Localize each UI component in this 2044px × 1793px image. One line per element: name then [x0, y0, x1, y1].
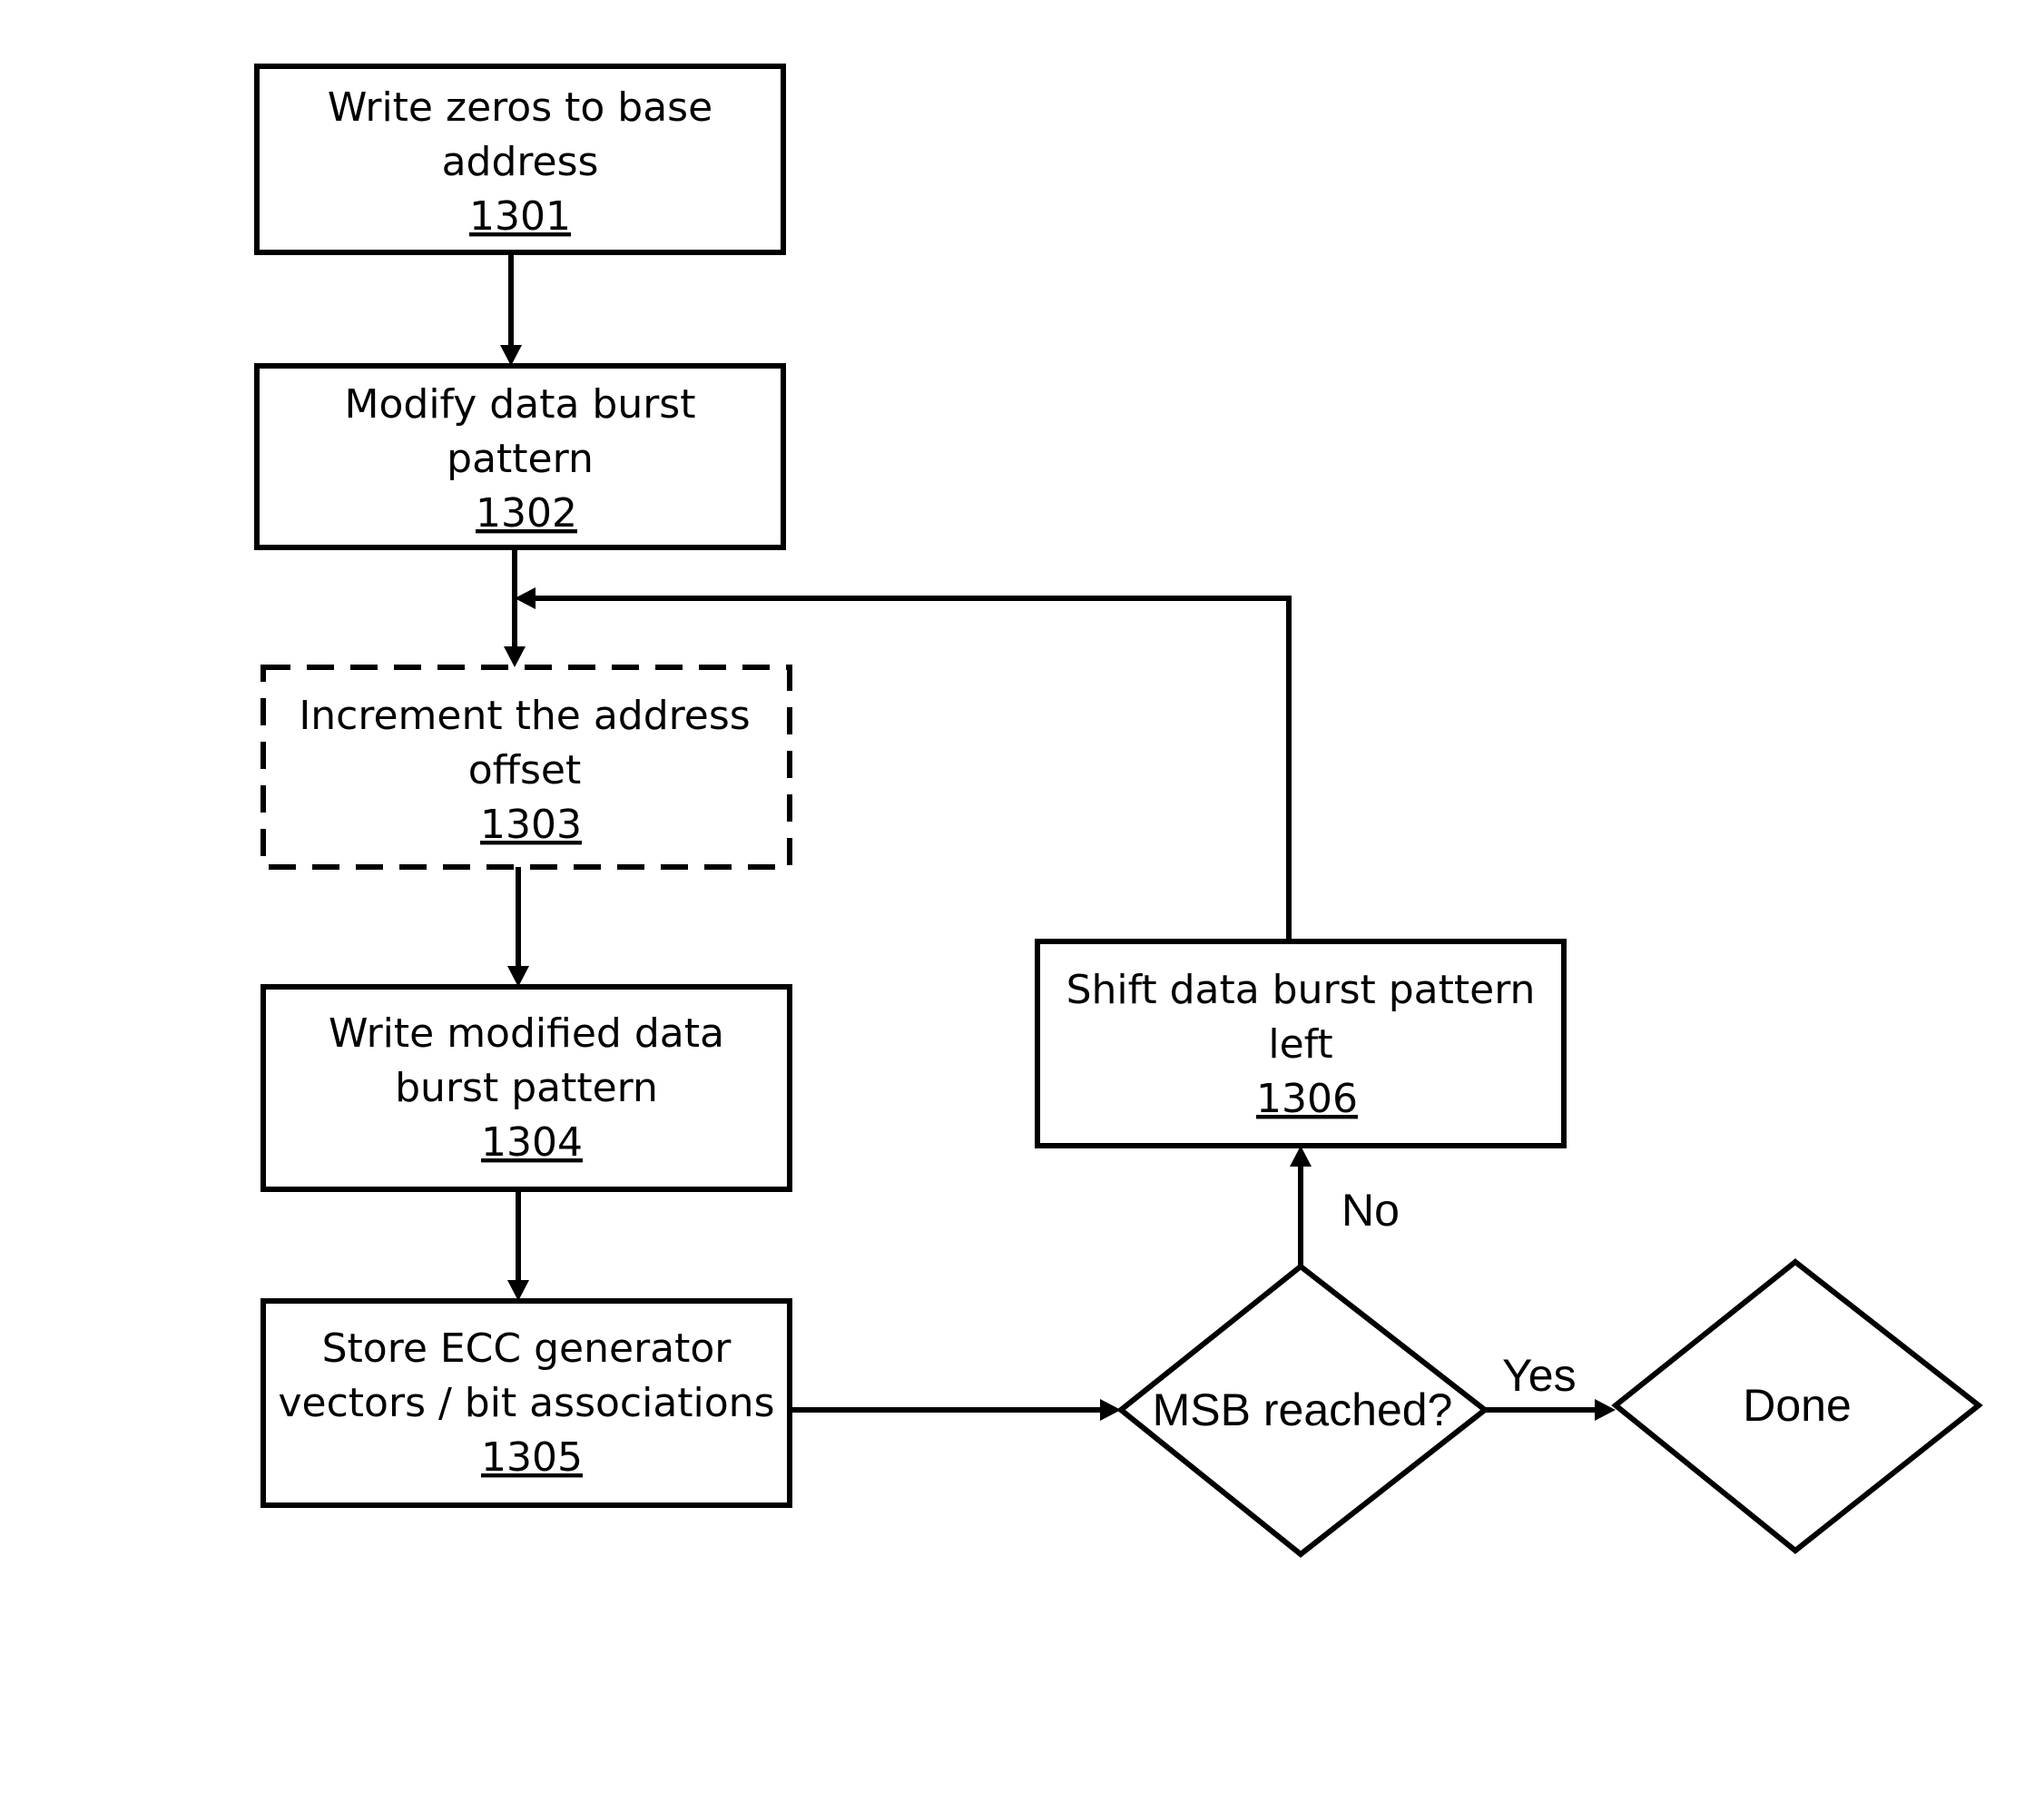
step-1306-ref: 1306 — [1256, 1076, 1358, 1122]
arrow-1304-to-1305 — [507, 1189, 529, 1301]
arrow-1301-to-1302 — [500, 252, 522, 366]
step-1302-line2: pattern — [447, 436, 594, 482]
step-1305: Store ECC generator vectors / bit associ… — [263, 1301, 790, 1505]
step-1305-line2: vectors / bit associations — [279, 1380, 775, 1426]
step-1306-line1: Shift data burst pattern — [1066, 967, 1536, 1013]
step-1306-line2: left — [1268, 1021, 1332, 1068]
edge-label-no: No — [1341, 1185, 1400, 1236]
step-1305-line1: Store ECC generator — [322, 1325, 732, 1372]
step-1305-ref: 1305 — [481, 1434, 583, 1481]
step-1303-ref: 1303 — [480, 802, 582, 848]
arrow-decision-to-done — [1485, 1399, 1616, 1421]
step-1301-ref: 1301 — [469, 193, 571, 240]
arrow-decision-to-1306 — [1290, 1146, 1312, 1266]
terminal-done: Done — [1616, 1262, 1979, 1551]
step-1303-line2: offset — [468, 747, 581, 793]
decision-label: MSB reached? — [1153, 1384, 1453, 1435]
arrow-1305-to-decision — [790, 1399, 1121, 1421]
step-1301-line2: address — [442, 139, 599, 185]
step-1303-line1: Increment the address — [299, 693, 750, 739]
arrow-1303-to-1304 — [507, 867, 529, 987]
terminal-label: Done — [1743, 1380, 1852, 1431]
edge-label-yes: Yes — [1502, 1350, 1577, 1401]
step-1301: Write zeros to base address 1301 — [257, 66, 783, 252]
step-1302: Modify data burst pattern 1302 — [257, 366, 783, 547]
decision-msb-reached: MSB reached? — [1121, 1266, 1485, 1554]
step-1304: Write modified data burst pattern 1304 — [263, 987, 790, 1189]
step-1301-line1: Write zeros to base — [328, 84, 712, 131]
step-1303: Increment the address offset 1303 — [263, 667, 790, 867]
step-1304-line2: burst pattern — [395, 1065, 658, 1111]
step-1304-ref: 1304 — [481, 1119, 583, 1166]
step-1306: Shift data burst pattern left 1306 — [1037, 941, 1564, 1146]
step-1302-ref: 1302 — [476, 490, 577, 537]
arrow-1302-to-1303 — [504, 547, 526, 667]
step-1304-line1: Write modified data — [329, 1010, 724, 1057]
step-1302-line1: Modify data burst — [345, 381, 696, 428]
